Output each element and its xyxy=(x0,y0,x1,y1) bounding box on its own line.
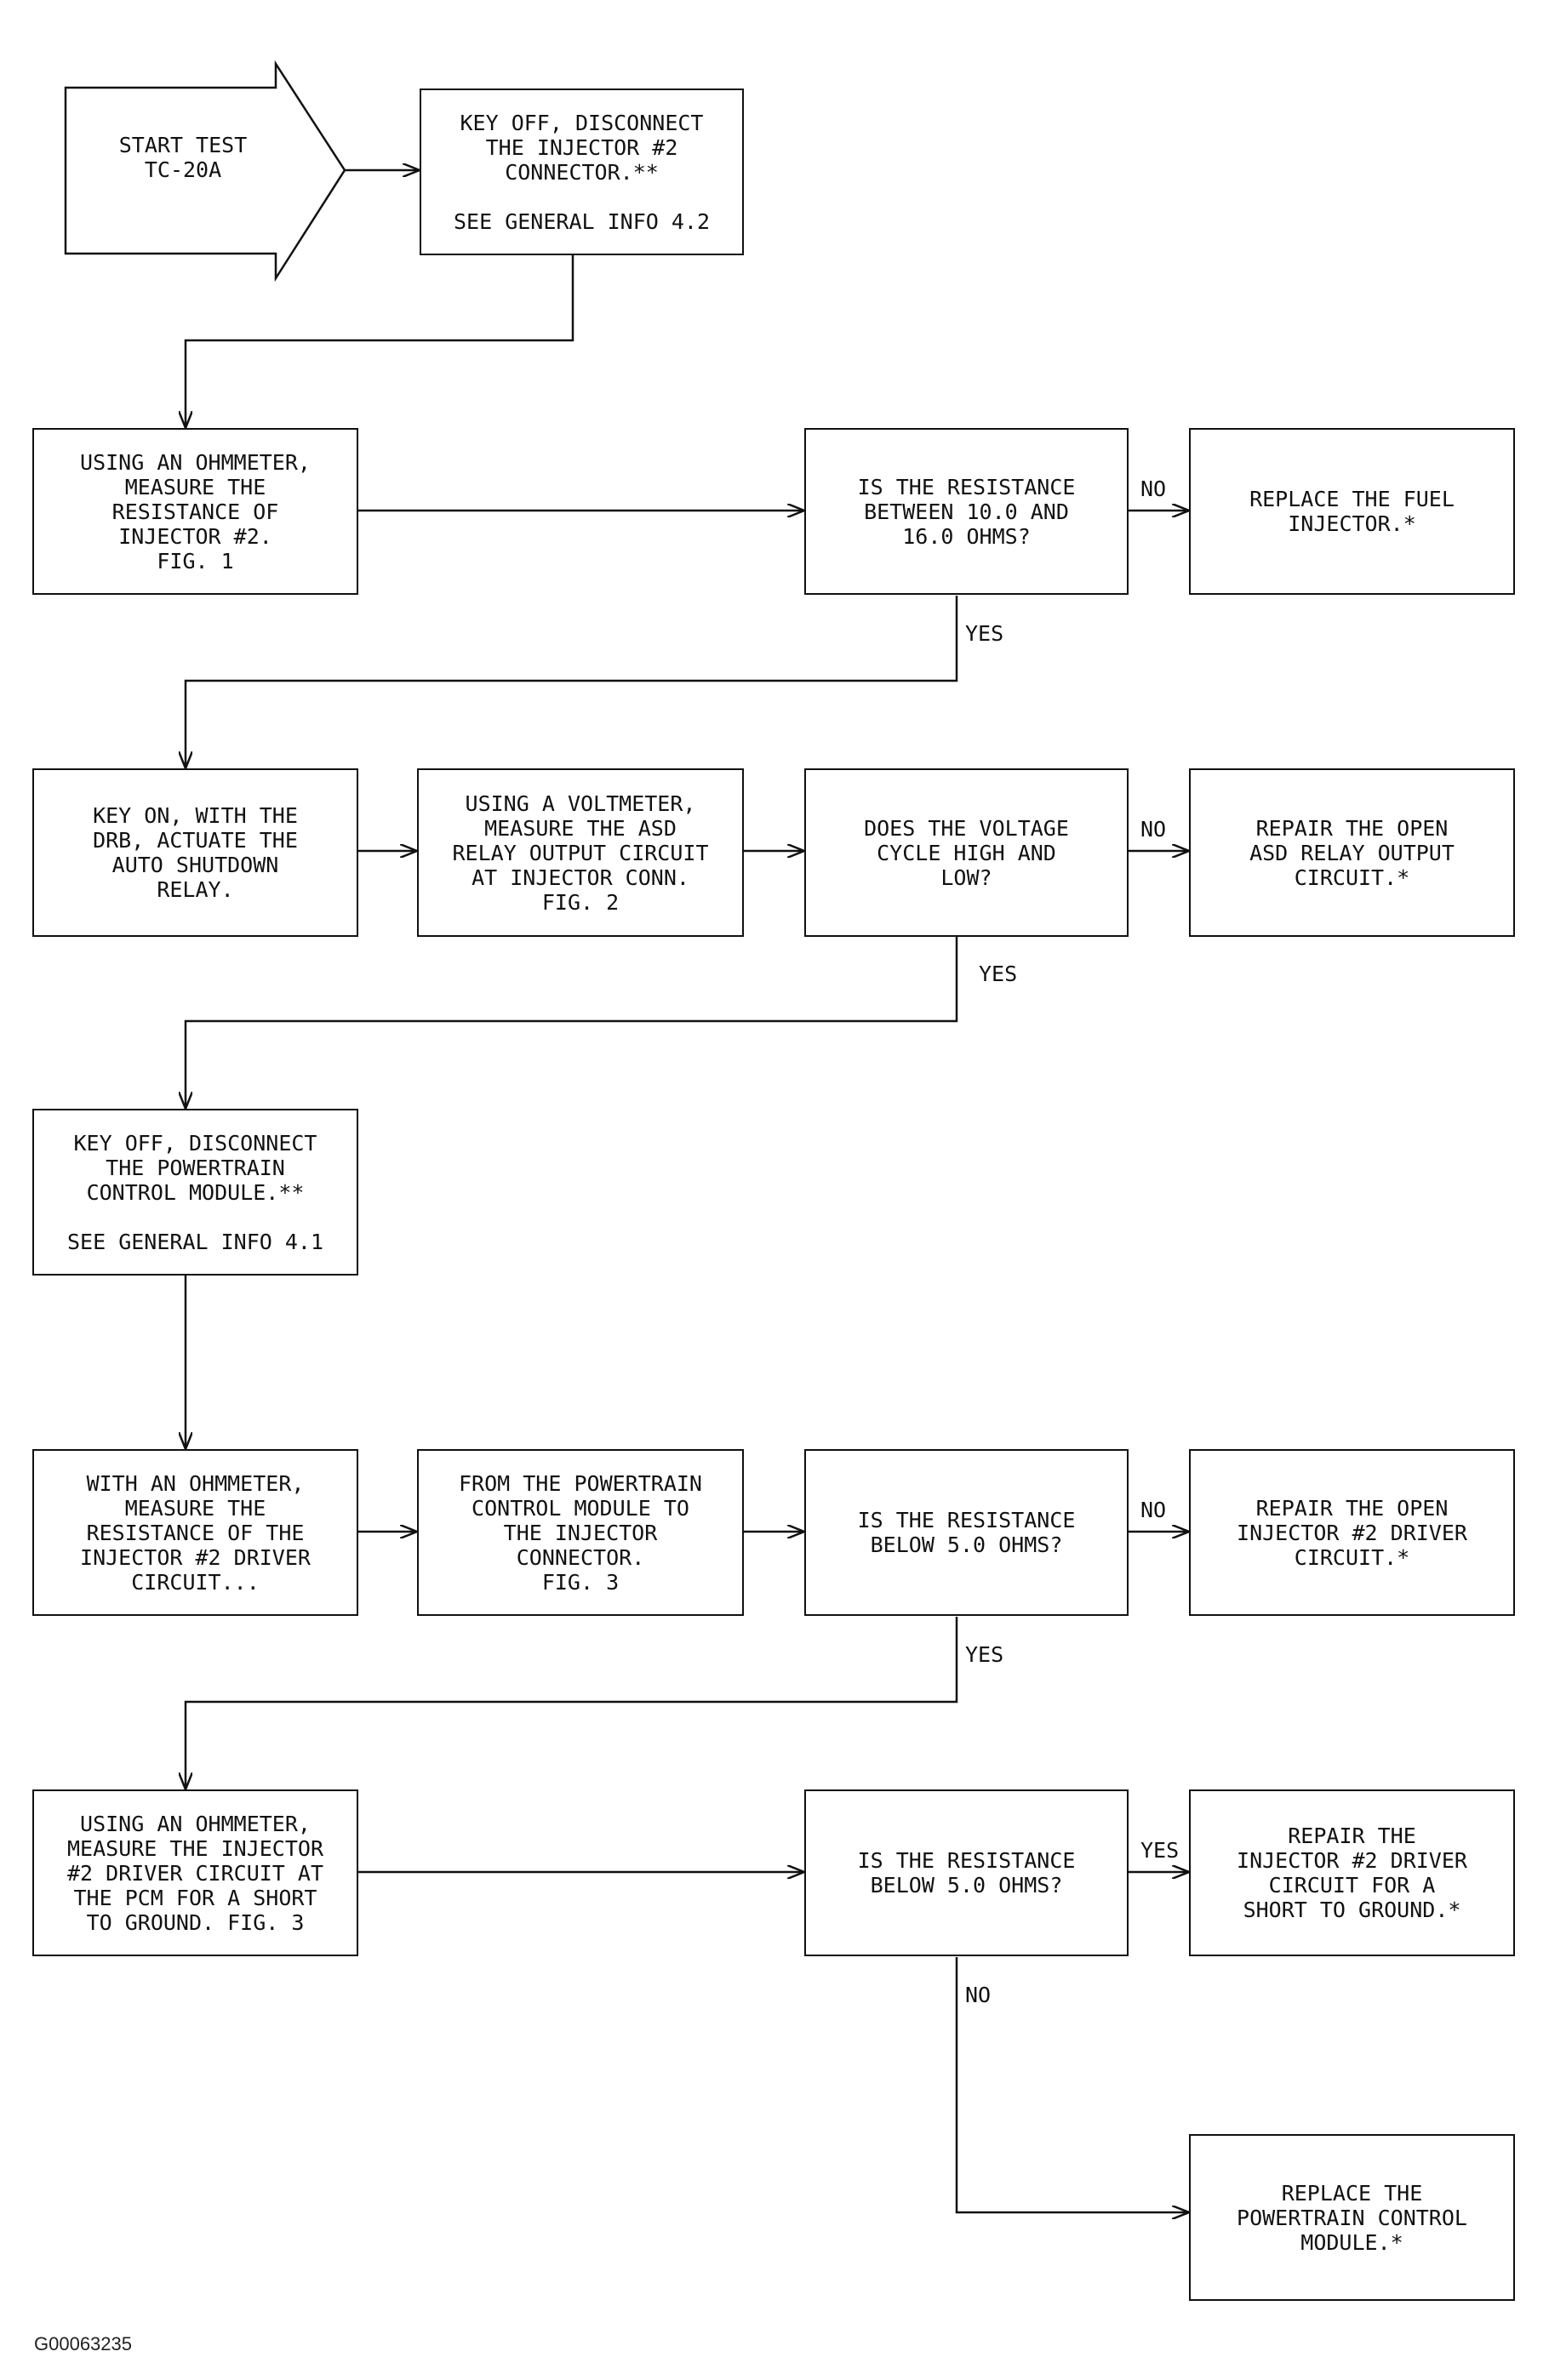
start-label: START TEST TC-20A xyxy=(118,133,248,182)
step-measure-injector: USING AN OHMMETER, MEASURE THE RESISTANC… xyxy=(32,428,358,595)
action-repair-driver-short-text: REPAIR THE INJECTOR #2 DRIVER CIRCUIT FO… xyxy=(1237,1824,1467,1922)
figure-id: G00063235 xyxy=(34,2333,132,2354)
label-yes-1: YES xyxy=(965,621,1004,646)
decision-resistance-below-5-open-text: IS THE RESISTANCE BELOW 5.0 OHMS? xyxy=(857,1508,1076,1557)
step-key-off-injector: KEY OFF, DISCONNECT THE INJECTOR #2 CONN… xyxy=(420,88,744,255)
decision-voltage-cycle: DOES THE VOLTAGE CYCLE HIGH AND LOW? xyxy=(804,768,1129,937)
action-replace-pcm: REPLACE THE POWERTRAIN CONTROL MODULE.* xyxy=(1189,2134,1515,2301)
action-repair-asd: REPAIR THE OPEN ASD RELAY OUTPUT CIRCUIT… xyxy=(1189,768,1515,937)
label-no-1: NO xyxy=(1140,477,1167,501)
step-from-pcm-text: FROM THE POWERTRAIN CONTROL MODULE TO TH… xyxy=(459,1470,702,1595)
action-repair-driver-open-text: REPAIR THE OPEN INJECTOR #2 DRIVER CIRCU… xyxy=(1237,1495,1467,1570)
step-key-off-injector-text: KEY OFF, DISCONNECT THE INJECTOR #2 CONN… xyxy=(453,110,711,234)
step-from-pcm: FROM THE POWERTRAIN CONTROL MODULE TO TH… xyxy=(417,1449,744,1616)
action-repair-driver-short: REPAIR THE INJECTOR #2 DRIVER CIRCUIT FO… xyxy=(1189,1789,1515,1956)
action-replace-injector: REPLACE THE FUEL INJECTOR.* xyxy=(1189,428,1515,595)
action-repair-asd-text: REPAIR THE OPEN ASD RELAY OUTPUT CIRCUIT… xyxy=(1249,815,1455,890)
action-replace-pcm-text: REPLACE THE POWERTRAIN CONTROL MODULE.* xyxy=(1237,2180,1467,2255)
step-short-to-ground-text: USING AN OHMMETER, MEASURE THE INJECTOR … xyxy=(66,1811,324,1935)
step-ohmmeter-driver-text: WITH AN OHMMETER, MEASURE THE RESISTANCE… xyxy=(80,1470,311,1595)
decision-resistance-10-16-text: IS THE RESISTANCE BETWEEN 10.0 AND 16.0 … xyxy=(857,474,1076,549)
label-yes-4: YES xyxy=(1140,1838,1180,1863)
step-ohmmeter-driver: WITH AN OHMMETER, MEASURE THE RESISTANCE… xyxy=(32,1449,358,1616)
decision-resistance-10-16: IS THE RESISTANCE BETWEEN 10.0 AND 16.0 … xyxy=(804,428,1129,595)
step-voltmeter-asd-text: USING A VOLTMETER, MEASURE THE ASD RELAY… xyxy=(452,790,709,915)
step-key-on-drb: KEY ON, WITH THE DRB, ACTUATE THE AUTO S… xyxy=(32,768,358,937)
decision-voltage-cycle-text: DOES THE VOLTAGE CYCLE HIGH AND LOW? xyxy=(864,815,1069,890)
label-no-2: NO xyxy=(1140,817,1167,842)
action-repair-driver-open: REPAIR THE OPEN INJECTOR #2 DRIVER CIRCU… xyxy=(1189,1449,1515,1616)
label-no-3: NO xyxy=(1140,1498,1167,1522)
action-replace-injector-text: REPLACE THE FUEL INJECTOR.* xyxy=(1249,487,1455,536)
step-key-off-pcm-text: KEY OFF, DISCONNECT THE POWERTRAIN CONTR… xyxy=(66,1130,324,1254)
step-key-off-pcm: KEY OFF, DISCONNECT THE POWERTRAIN CONTR… xyxy=(32,1109,358,1276)
decision-resistance-below-5-short: IS THE RESISTANCE BELOW 5.0 OHMS? xyxy=(804,1789,1129,1956)
label-no-4: NO xyxy=(965,1983,992,2007)
label-yes-2: YES xyxy=(979,962,1018,986)
step-key-on-drb-text: KEY ON, WITH THE DRB, ACTUATE THE AUTO S… xyxy=(93,803,298,902)
step-measure-injector-text: USING AN OHMMETER, MEASURE THE RESISTANC… xyxy=(80,449,311,574)
step-short-to-ground: USING AN OHMMETER, MEASURE THE INJECTOR … xyxy=(32,1789,358,1956)
decision-resistance-below-5-open: IS THE RESISTANCE BELOW 5.0 OHMS? xyxy=(804,1449,1129,1616)
step-voltmeter-asd: USING A VOLTMETER, MEASURE THE ASD RELAY… xyxy=(417,768,744,937)
decision-resistance-below-5-short-text: IS THE RESISTANCE BELOW 5.0 OHMS? xyxy=(857,1848,1076,1898)
start-arrow-shape xyxy=(64,60,346,283)
label-yes-3: YES xyxy=(965,1642,1004,1667)
